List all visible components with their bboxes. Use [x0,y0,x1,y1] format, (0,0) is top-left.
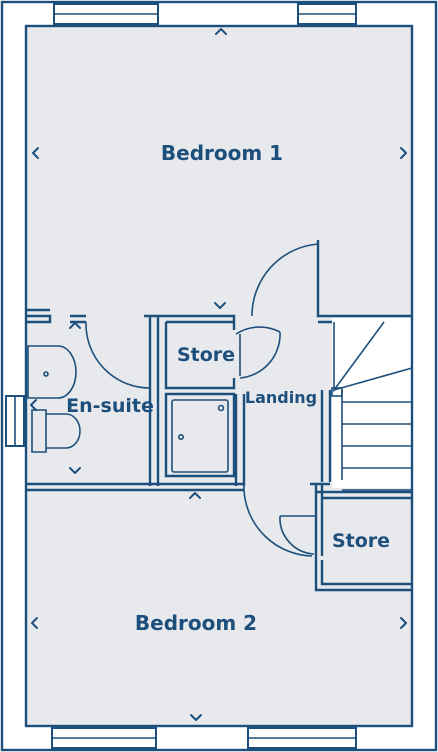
staircase [331,321,413,491]
ensuite-right-wall [144,314,160,486]
chevron-down-icon [190,714,202,721]
cupboard-wall [164,392,246,486]
door-ensuite [85,321,151,389]
chevron-down-icon [214,302,226,309]
door-bedroom-2 [243,486,313,557]
chevron-right-icon [400,147,407,159]
toilet-icon [31,409,81,453]
chevron-right-icon [400,617,407,629]
ensuite-floor [26,316,150,488]
bathroom-fixtures [27,345,229,473]
bedroom-1-floor [26,26,412,318]
cupboard-valve-icon [217,404,225,412]
upper-store-wall [158,314,236,390]
stairs-left-wall [320,390,332,482]
chevron-left-icon [32,147,39,159]
outer-wall-inner-line [24,24,414,728]
room-labels: Bedroom 1 Store Landing En-suite Store B… [66,141,390,635]
chevron-up-icon [69,322,81,329]
chevron-up-icon [189,492,201,499]
stairs-treads [342,401,412,491]
stairs-winder [333,321,413,480]
lower-store-label: Store [332,530,390,552]
ensuite-top-wall [26,308,52,324]
bedroom-1-label: Bedroom 1 [161,141,283,165]
dimension-markers [30,28,407,721]
doors [85,243,319,557]
basin-tap-icon [43,371,49,377]
ensuite-top-wall-right [70,314,86,324]
windows [5,3,357,749]
landing-floor [150,316,332,488]
lower-store-top-wall [316,490,412,500]
door-lower-store [279,515,316,555]
upper-store-label: Store [177,344,235,366]
chevron-up-icon [215,28,227,35]
basin-icon [27,345,77,399]
door-bedroom-1 [251,243,319,317]
landing-label: Landing [245,388,317,407]
door-upper-store [235,326,281,379]
stairs-newel [331,387,343,397]
chevron-left-icon [31,617,38,629]
cupboard-tank-icon [171,399,229,473]
cupboard-knob-icon [178,433,185,440]
room-floors [26,26,412,726]
lower-store-floor [322,492,412,588]
bedroom-2-label: Bedroom 2 [135,611,257,635]
lower-store-wall [310,482,412,592]
ensuite-bottom-wall [26,482,244,492]
chevron-down-icon [69,467,81,474]
chevron-left-icon [30,399,37,411]
ensuite-label: En-suite [66,395,154,417]
